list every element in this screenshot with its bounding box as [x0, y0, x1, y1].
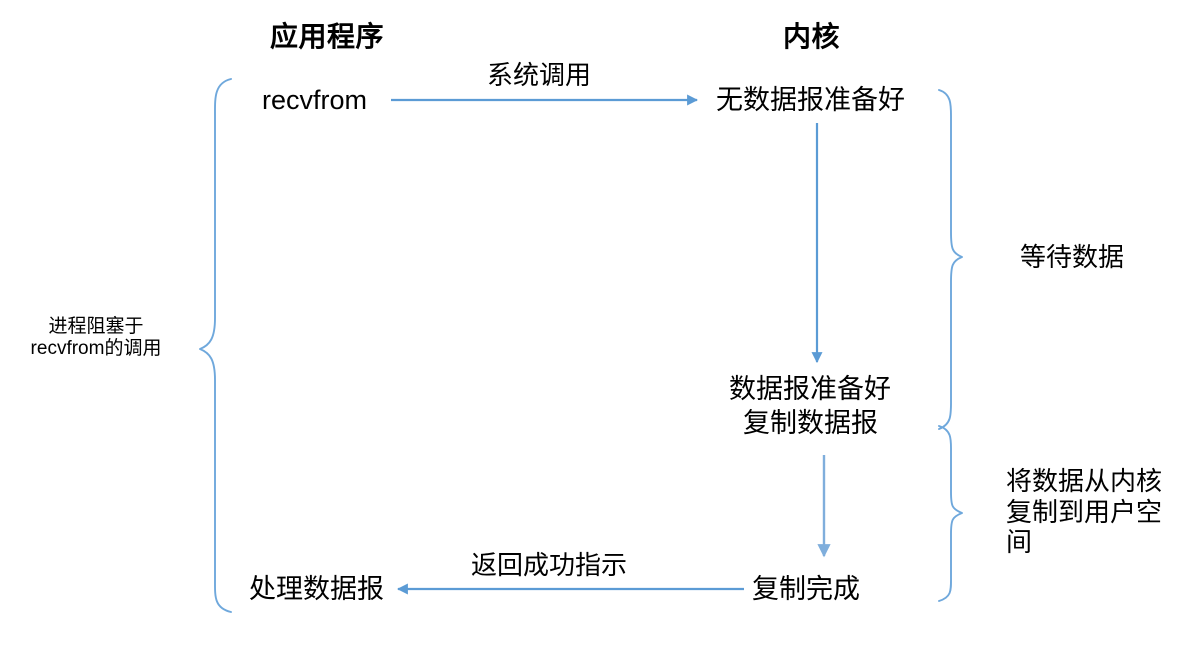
annotation-waiting-for-data: 等待数据 — [1020, 242, 1180, 273]
annotation-copy-kernel-to-user-line-2: 复制到用户空 — [1006, 496, 1163, 527]
annotation-waiting-for-data-line-1: 等待数据 — [1020, 242, 1125, 272]
node-recvfrom: recvfrom — [262, 85, 368, 115]
annotation-copy-kernel-to-user-line-1: 将数据从内核 — [1006, 466, 1163, 496]
edge-label-syscall: 系统调用 — [487, 60, 592, 90]
brace-copy-kernel-to-user — [938, 425, 963, 602]
annotation-process-blocked-line-1: 进程阻塞于 — [48, 316, 144, 337]
annotation-process-blocked-line-2: recvfrom的调用 — [30, 338, 162, 360]
node-datagram-ready: 数据报准备好 — [729, 374, 891, 404]
annotation-copy-kernel-to-user: 将数据从内核 复制到用户空 间 — [1006, 466, 1176, 558]
column-heading-kernel: 内核 — [783, 21, 841, 52]
node-no-datagram-ready: 无数据报准备好 — [716, 85, 905, 115]
annotation-process-blocked: 进程阻塞于 recvfrom的调用 — [10, 316, 182, 361]
node-copy-datagram: 复制数据报 — [743, 408, 878, 438]
node-copy-complete: 复制完成 — [752, 574, 860, 604]
annotation-copy-kernel-to-user-line-3: 间 — [1006, 527, 1033, 558]
brace-process-blocked — [199, 78, 232, 613]
column-heading-application: 应用程序 — [270, 21, 385, 52]
node-process-datagram: 处理数据报 — [249, 574, 384, 604]
brace-waiting-for-data — [938, 89, 963, 430]
edge-label-return-success: 返回成功指示 — [471, 550, 628, 580]
